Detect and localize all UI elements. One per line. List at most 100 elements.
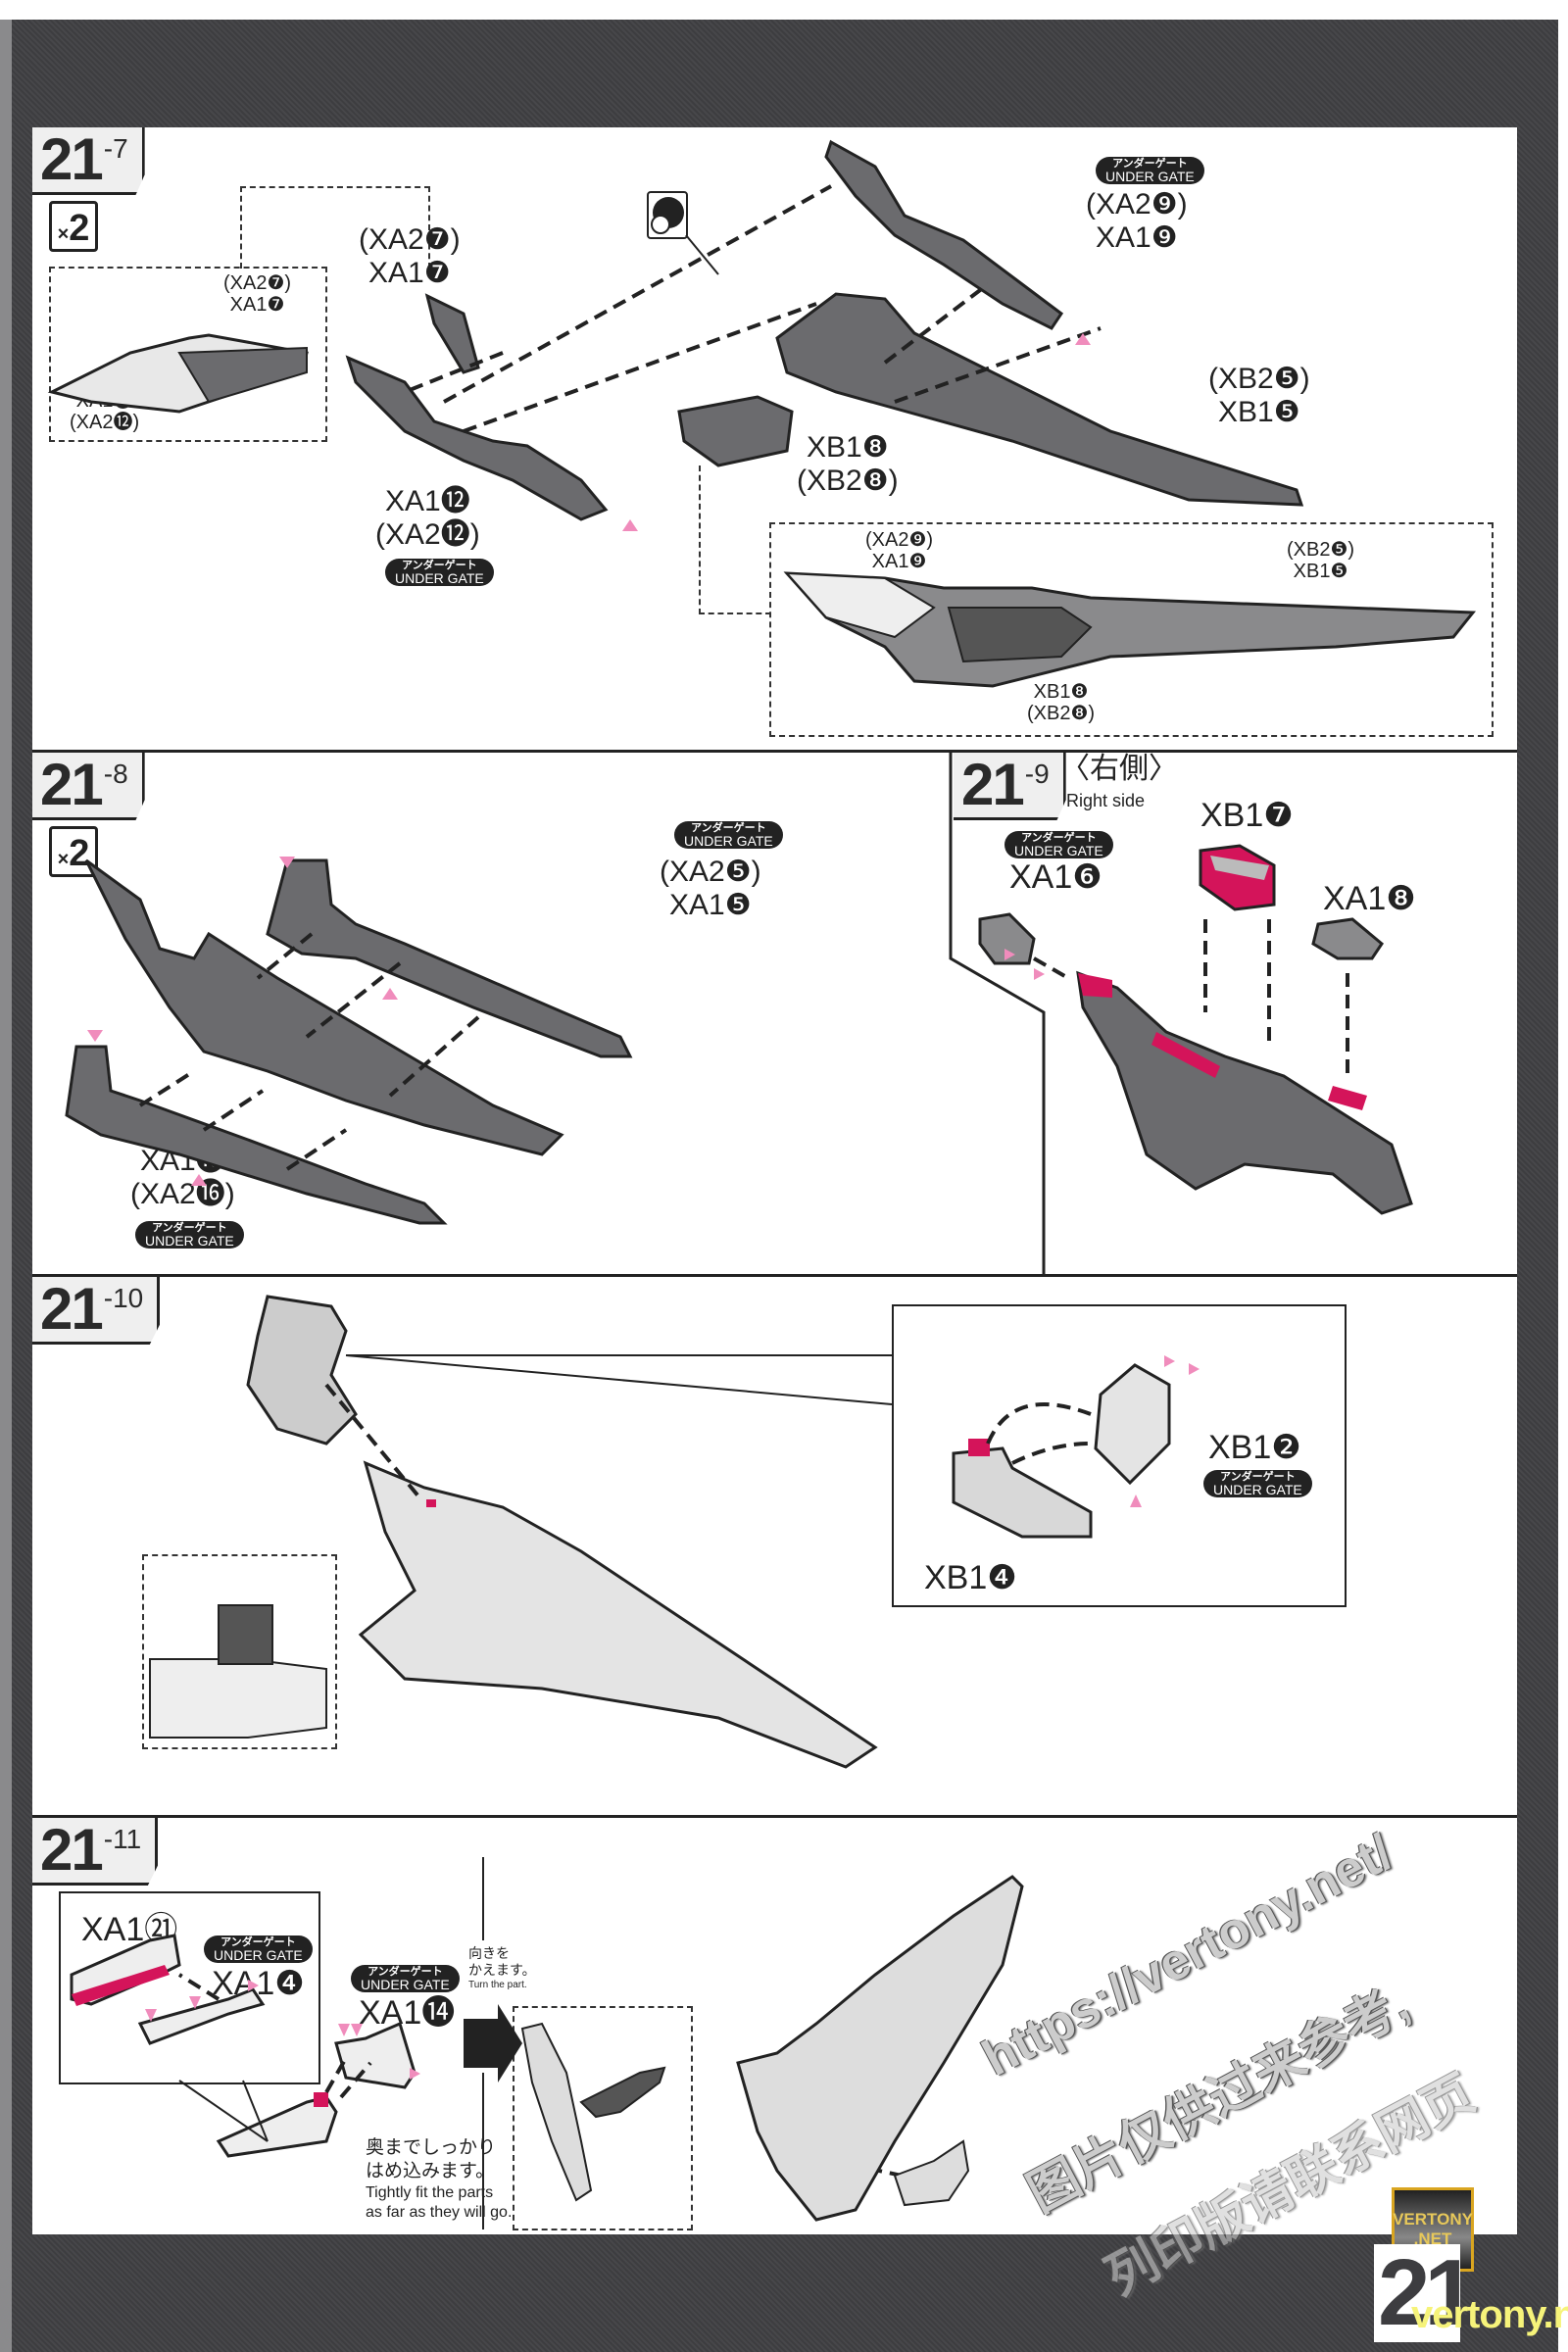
side-label-jp: 〈右側〉 bbox=[1060, 753, 1178, 785]
step-main-number: 21 bbox=[40, 1817, 104, 1883]
part-shield-base bbox=[216, 2095, 338, 2158]
detail-inset-assembled bbox=[769, 522, 1494, 737]
page-number: 21 bbox=[1374, 2244, 1477, 2342]
part-xa1-4 bbox=[137, 1987, 266, 2045]
peg-circle-icon bbox=[647, 191, 688, 239]
leader-line bbox=[685, 234, 719, 275]
magenta-peg bbox=[314, 2092, 328, 2107]
part-label-xa1-14: XA1⓮ bbox=[359, 1994, 456, 2032]
part-assembled-dark bbox=[947, 607, 1093, 663]
part-xa1-8 bbox=[1311, 917, 1384, 960]
assembly-arrows bbox=[1033, 919, 1349, 1076]
part-xa1-6 bbox=[978, 912, 1036, 965]
part-blade bbox=[775, 292, 1304, 507]
quantity-badge: ×2 bbox=[49, 201, 98, 252]
instruction-page: 21-7 ×2 (XA2❼)XA1❼ XA1⓬(XA2⓬) (XA2❼)XA1❼… bbox=[32, 127, 1517, 2307]
part-label-xb1-2: XB1❷ bbox=[1208, 1429, 1301, 1466]
step-main-number: 21 bbox=[961, 752, 1025, 817]
part-lower-rail bbox=[65, 1045, 448, 1225]
part-upper-rail bbox=[266, 858, 633, 1058]
step-sub-number: -11 bbox=[103, 1824, 142, 1854]
detail-inset-close bbox=[142, 1554, 337, 1749]
detail-inset-shield bbox=[59, 1891, 320, 2084]
quantity-badge: ×2 bbox=[49, 826, 98, 877]
page-number-text: 21 bbox=[1378, 2240, 1477, 2345]
part-assembled bbox=[783, 571, 1477, 688]
inset-connector bbox=[699, 466, 771, 614]
magenta-edge bbox=[72, 1965, 170, 2006]
part-hinge-block bbox=[246, 1295, 358, 1446]
assembly-arrow bbox=[324, 1383, 421, 1499]
callout-line bbox=[178, 2080, 269, 2142]
inset-label: (XB2❺)XB1❺ bbox=[1287, 539, 1355, 582]
inset-connector bbox=[240, 186, 430, 269]
magenta-slot bbox=[1152, 1032, 1220, 1078]
assembly-arrows bbox=[138, 932, 480, 1171]
detail-inset-hinge bbox=[892, 1304, 1347, 1607]
part-large bbox=[345, 355, 609, 521]
part-label-xa1-8: XA1❽ bbox=[1323, 880, 1416, 917]
step-21-7-illustration bbox=[47, 139, 1477, 688]
step-sub-number: -9 bbox=[1024, 759, 1050, 789]
step-21-8-illustration bbox=[65, 857, 633, 1225]
pink-gate-markers bbox=[622, 333, 1091, 531]
step-sub-number: -7 bbox=[103, 133, 128, 164]
part-xb1-7-inner bbox=[1210, 856, 1269, 880]
part-block bbox=[677, 395, 794, 467]
side-label-en: Right side bbox=[1066, 791, 1146, 810]
inset-dark-part bbox=[218, 1604, 273, 1665]
part-label-xa1-5: (XA2❺)XA1❺ bbox=[660, 856, 761, 921]
step-main-number: 21 bbox=[40, 1276, 104, 1342]
part-xa1-14 bbox=[334, 2021, 416, 2089]
part-xb1-2 bbox=[1094, 1363, 1171, 1486]
inset-label: (XA2❾)XA1❾ bbox=[865, 529, 934, 572]
detail-inset-turned bbox=[513, 2006, 693, 2230]
step-number: 21-8 bbox=[32, 753, 145, 820]
callout-line bbox=[242, 2080, 269, 2142]
part-main-blade bbox=[84, 858, 564, 1156]
pink-gate-markers bbox=[87, 857, 398, 1186]
part-label-xb1-8: XB1❽(XB2❽) bbox=[797, 431, 899, 497]
magenta-slot bbox=[1328, 1086, 1367, 1110]
inset-turned-part bbox=[520, 2022, 593, 2202]
part-upper-rail bbox=[824, 139, 1064, 330]
part-label-xb1-5: (XB2❺)XB1❺ bbox=[1208, 363, 1310, 428]
inset-label: (XA2❼)XA1❼ bbox=[223, 272, 292, 316]
inset-part bbox=[149, 1658, 327, 1739]
part-assembled-weapon bbox=[736, 1875, 1024, 2222]
part-label-xb1-7: XB1❼ bbox=[1200, 797, 1294, 834]
step-number: 21-7 bbox=[32, 127, 145, 195]
step-21-7-panel: 21-7 ×2 (XA2❼)XA1❼ XA1⓬(XA2⓬) (XA2❼)XA1❼… bbox=[32, 127, 1517, 750]
part-label-xb1-4: XB1❹ bbox=[924, 1559, 1017, 1596]
step-main-number: 21 bbox=[40, 126, 104, 192]
step-number: 21-10 bbox=[32, 1276, 161, 1345]
inset-dark-arm bbox=[579, 2066, 666, 2119]
pink-gate-markers bbox=[1130, 1355, 1200, 1507]
part-body bbox=[1076, 970, 1413, 1215]
turn-note: 向きを かえます。 Turn the part. bbox=[468, 1945, 536, 1990]
part-label-xa1-9: (XA2❾)XA1❾ bbox=[1086, 188, 1188, 254]
pink-gate-markers bbox=[1004, 949, 1045, 980]
part-label-xa1-7: (XA2❼)XA1❼ bbox=[359, 223, 461, 289]
part-xb1-4 bbox=[952, 1446, 1093, 1539]
detail-inset-left bbox=[49, 267, 327, 442]
magenta-slot bbox=[426, 1499, 436, 1507]
step-number: 21-11 bbox=[32, 1817, 159, 1886]
assembly-arrows bbox=[986, 1402, 1092, 1465]
step-sub-number: -8 bbox=[103, 759, 128, 789]
assembly-arrows bbox=[404, 184, 1102, 433]
step-main-number: 21 bbox=[40, 752, 104, 817]
footer-watermark: vertony.net bbox=[1411, 2293, 1568, 2336]
magenta-slot bbox=[1078, 973, 1112, 998]
part-assembled-light bbox=[784, 571, 936, 639]
step-number: 21-9 bbox=[954, 753, 1066, 820]
inset-label: XB1❽(XB2❽) bbox=[1027, 681, 1096, 724]
